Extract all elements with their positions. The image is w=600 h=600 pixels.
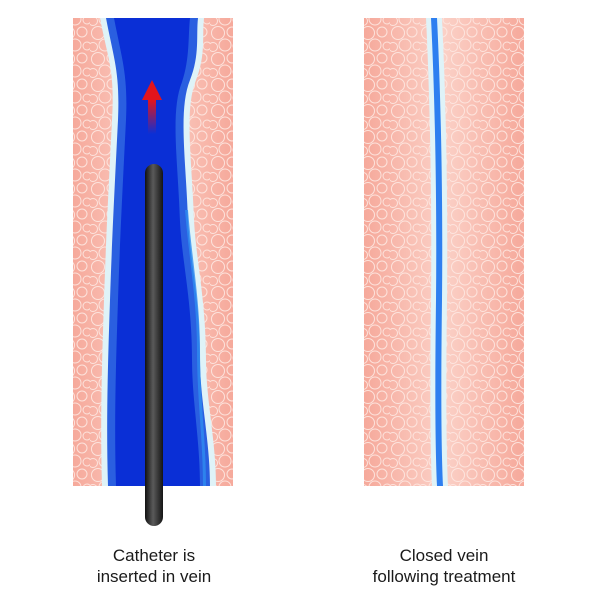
caption-line: following treatment [372, 567, 516, 586]
vein-blood-highlight-left [185, 210, 206, 486]
red-up-arrow-icon [142, 80, 162, 134]
caption-line: inserted in vein [96, 567, 212, 586]
catheter [145, 164, 163, 526]
panel-catheter-inserted [73, 18, 233, 526]
closed-vein-blood [431, 18, 443, 486]
caption-line: Catheter is [112, 546, 196, 565]
caption-closed-vein: Closed vein following treatment [324, 545, 564, 587]
panel-closed-vein [364, 18, 524, 486]
caption-catheter-inserted: Catheter is inserted in vein [34, 545, 274, 587]
caption-line: Closed vein [399, 546, 489, 565]
